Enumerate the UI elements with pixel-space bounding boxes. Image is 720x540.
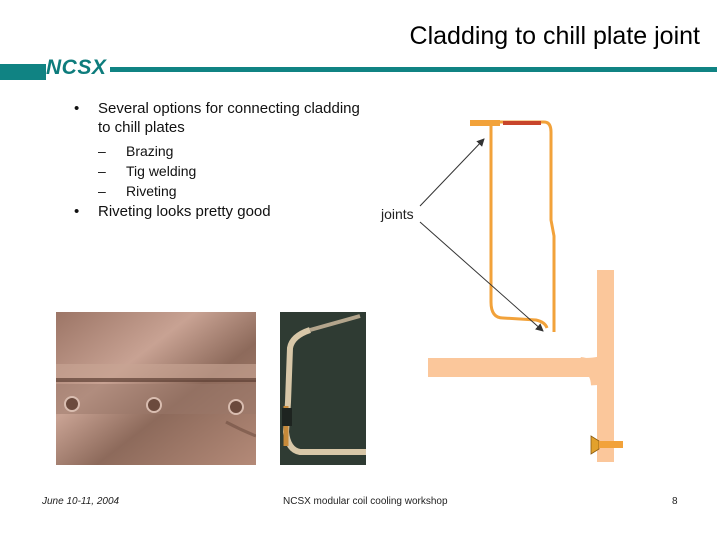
header-band-left — [0, 64, 46, 80]
chill-plate-section — [428, 270, 614, 462]
sub-bullet-item: – Riveting — [74, 181, 374, 201]
header-rule — [110, 67, 717, 72]
sub-bullet-mark: – — [98, 163, 106, 179]
sub-bullet-text: Brazing — [126, 143, 174, 159]
bullet-text: Riveting looks pretty good — [98, 203, 271, 220]
slide-title: Cladding to chill plate joint — [409, 22, 700, 50]
page-number: 8 — [672, 496, 678, 507]
joints-label: joints — [381, 206, 414, 222]
cladding-outline — [470, 120, 556, 332]
bullet-item: • Riveting looks pretty good — [74, 202, 374, 221]
bullet-mark: • — [74, 203, 80, 220]
bullet-list: • Several options for connecting claddin… — [74, 99, 374, 221]
sub-bullet-item: – Tig welding — [74, 161, 374, 181]
riveted-copper-photo — [56, 312, 256, 465]
bullet-text: Several options for connecting cladding … — [98, 100, 360, 136]
sub-bullet-mark: – — [98, 183, 106, 199]
channel-cladding-photo — [280, 312, 366, 465]
top-joint-plate — [470, 120, 500, 126]
bullet-item: • Several options for connecting claddin… — [74, 99, 374, 137]
rivet-icon — [590, 435, 623, 455]
sub-bullet-mark: – — [98, 143, 106, 159]
footer-workshop: NCSX modular coil cooling workshop — [283, 496, 448, 507]
sub-bullet-text: Tig welding — [126, 163, 197, 179]
bullet-mark: • — [74, 100, 80, 117]
footer-date: June 10-11, 2004 — [42, 496, 120, 507]
sub-bullet-item: – Brazing — [74, 141, 374, 161]
top-joint-strip — [503, 121, 541, 125]
ncsx-logo: NCSX — [46, 56, 107, 79]
pointer-arrows — [419, 138, 544, 332]
sub-bullet-text: Riveting — [126, 183, 177, 199]
